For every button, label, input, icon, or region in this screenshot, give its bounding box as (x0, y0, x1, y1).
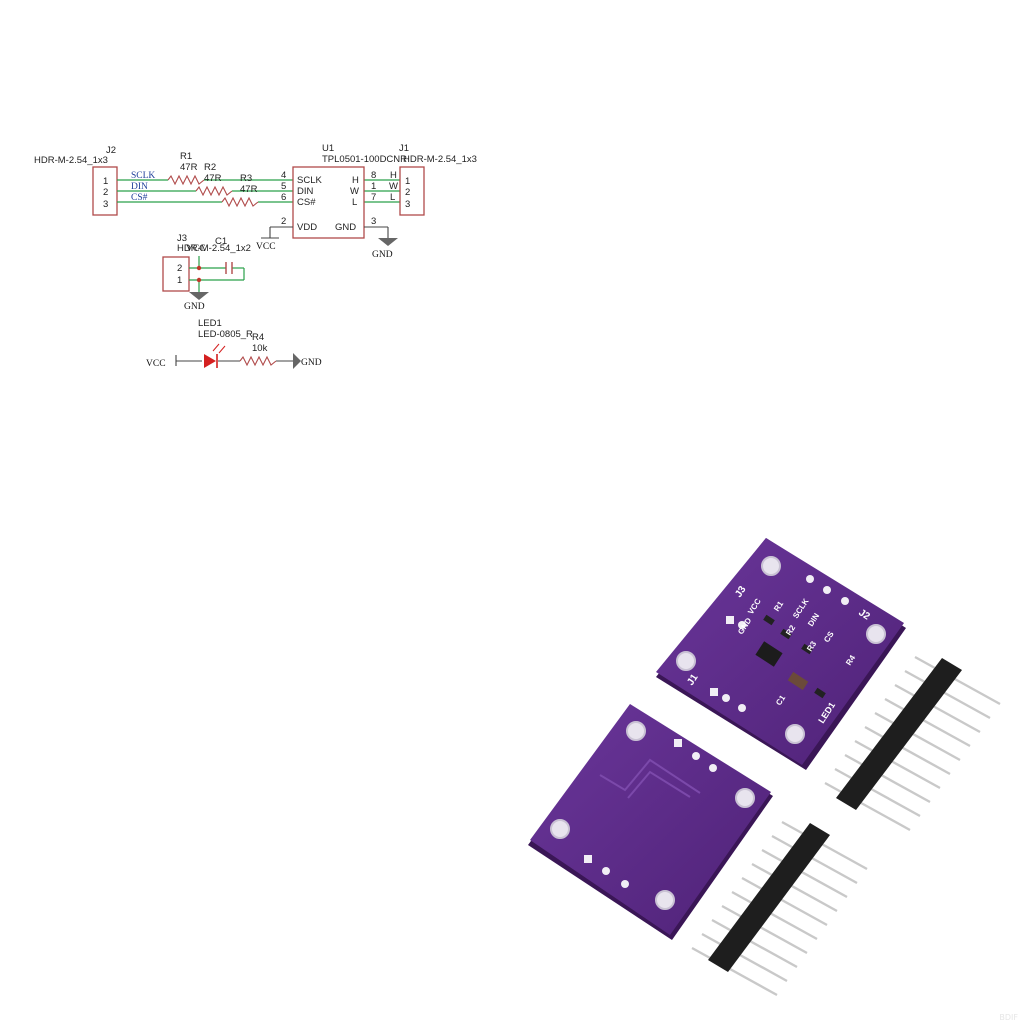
chip-u1 (755, 641, 783, 667)
j2-pin-3: 3 (103, 199, 108, 210)
led-value: LED-0805_R (198, 329, 253, 340)
junction-dot-2 (196, 277, 202, 283)
led-vcc-label: VCC (146, 359, 166, 369)
signal-wires (117, 179, 400, 203)
schematic-diagram: J2 HDR-M-2.54_1x3 1 2 3 SCLK DIN CS# R1 … (34, 143, 477, 369)
back-mounting-holes (550, 721, 755, 910)
smd-resistors (763, 614, 826, 699)
j1-body (399, 166, 425, 216)
u1-value: TPL0501-100DCNR (322, 154, 407, 165)
j3-wires (189, 256, 245, 292)
c1-symbol (225, 262, 233, 274)
j3-gnd-label: GND (184, 302, 205, 312)
j3-pin-1: 1 (177, 275, 182, 286)
r3-ref: R3 (240, 173, 252, 184)
u1-pin8-num: 8 (371, 170, 376, 181)
u1-pin-l: L (352, 197, 357, 208)
r3-symbol (221, 196, 259, 208)
r4-value: 10k (252, 343, 268, 354)
led-arrows (212, 343, 226, 354)
j3-value: HDR-M-2.54_1x2 (177, 243, 251, 254)
c1-ref: C1 (215, 236, 227, 247)
u1-pin-sclk: SCLK (297, 175, 322, 186)
u1-pin-gnd: GND (335, 222, 356, 233)
j2-ref: J2 (106, 145, 116, 156)
led-gnd-label: GND (301, 358, 322, 368)
j2-pin-1: 1 (103, 176, 108, 187)
u1-power-wires (261, 226, 389, 239)
u1-pin-w: W (350, 186, 359, 197)
r2-value: 47R (204, 173, 222, 184)
back-pads (584, 739, 717, 888)
j3-pin-2: 2 (177, 263, 182, 274)
pin-header-1 (824, 655, 1001, 832)
u1-pin-cs: CS# (297, 197, 316, 208)
header-1-body (836, 658, 962, 810)
junction-dot-1 (196, 265, 202, 271)
back-board (528, 704, 773, 940)
j3-vcc-label: VCC (186, 244, 206, 254)
j3-body (162, 256, 190, 292)
r1-ref: R1 (180, 151, 192, 162)
u1-ref: U1 (322, 143, 334, 154)
led1-component (787, 671, 809, 691)
u1-pin2-num: 2 (281, 216, 286, 227)
r2-symbol (195, 185, 233, 197)
u1-gnd-symbol (378, 238, 398, 246)
j1-net-h: H (390, 170, 397, 181)
j1-value: HDR-M-2.54_1x3 (403, 154, 477, 165)
led-ref: LED1 (198, 318, 222, 329)
r1-symbol (167, 174, 205, 186)
r4-ref: R4 (252, 332, 264, 343)
u1-pin-h: H (352, 175, 359, 186)
r4-symbol (239, 355, 277, 367)
net-cs: CS# (131, 193, 148, 203)
u1-pin-din: DIN (297, 186, 314, 197)
j2-pin-2: 2 (103, 187, 108, 198)
back-board-top (530, 704, 771, 935)
j3-gnd-symbol (189, 292, 209, 300)
watermark: BDIF (999, 1013, 1018, 1022)
u1-pin6-num: 6 (281, 192, 286, 203)
u1-gnd-label: GND (372, 250, 393, 260)
header-1-pins (824, 655, 1001, 832)
u1-vcc-label: VCC (256, 242, 276, 252)
header-2-body (708, 823, 830, 972)
j2-value: HDR-M-2.54_1x3 (34, 155, 108, 166)
front-mounting-holes (676, 556, 886, 744)
j1-net-l: L (390, 192, 395, 203)
pin-header-2 (691, 820, 868, 997)
r1-value: 47R (180, 162, 198, 173)
front-board-top (656, 538, 904, 765)
front-board: J3 GND VCC R1 SCLK DIN CS R2 R3 R4 J2 J1… (656, 538, 906, 770)
led-gnd-symbol (293, 353, 301, 369)
j1-pin-1: 1 (405, 176, 410, 187)
back-traces (599, 758, 701, 799)
net-sclk: SCLK (131, 171, 155, 181)
header-2-pins (691, 820, 868, 997)
r2-ref: R2 (204, 162, 216, 173)
j3-ref: J3 (177, 233, 187, 244)
u1-body (292, 166, 365, 239)
net-din: DIN (131, 182, 148, 192)
r3-value: 47R (240, 184, 258, 195)
led-circuit-wires (175, 355, 293, 366)
u1-pin-vdd: VDD (297, 222, 317, 233)
u1-pin1-num: 1 (371, 181, 376, 192)
u1-pin7-num: 7 (371, 192, 376, 203)
u1-pin3-num: 3 (371, 216, 376, 227)
led-symbol (204, 354, 216, 368)
j1-pin-3: 3 (405, 199, 410, 210)
u1-pin5-num: 5 (281, 181, 286, 192)
u1-pin4-num: 4 (281, 170, 286, 181)
product-photo: J3 GND VCC R1 SCLK DIN CS R2 R3 R4 J2 J1… (528, 538, 1001, 997)
j1-pin-2: 2 (405, 187, 410, 198)
j1-net-w: W (389, 181, 398, 192)
j1-ref: J1 (399, 143, 409, 154)
front-pads (710, 575, 849, 712)
